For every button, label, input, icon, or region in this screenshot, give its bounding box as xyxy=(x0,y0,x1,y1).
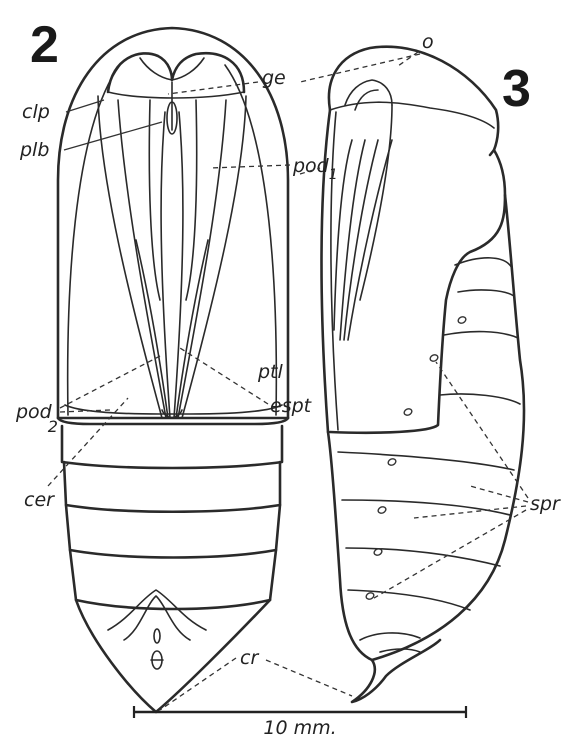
label-pod2-sub: 2 xyxy=(48,417,58,436)
label-clp: clp xyxy=(22,101,50,123)
scale-bar: 10 mm. xyxy=(134,706,466,738)
ventral-view: 2 xyxy=(30,16,288,712)
label-o: o xyxy=(422,31,434,53)
label-spr: spr xyxy=(530,493,561,515)
label-plb: plb xyxy=(19,139,49,161)
label-espt: espt xyxy=(270,395,313,417)
label-pod1: pod1 xyxy=(292,155,338,183)
figure-number-2: 2 xyxy=(30,16,59,74)
scale-bar-label: 10 mm. xyxy=(263,717,336,738)
label-pod1-sub: 1 xyxy=(329,167,338,183)
label-cr: cr xyxy=(240,647,259,669)
lateral-view: 3 xyxy=(322,47,531,702)
label-ptl: ptl xyxy=(257,361,284,383)
label-pod1-text: pod xyxy=(292,155,330,177)
label-ge: ge xyxy=(262,67,286,89)
label-cer: cer xyxy=(24,489,55,511)
figure-number-3: 3 xyxy=(502,60,531,118)
